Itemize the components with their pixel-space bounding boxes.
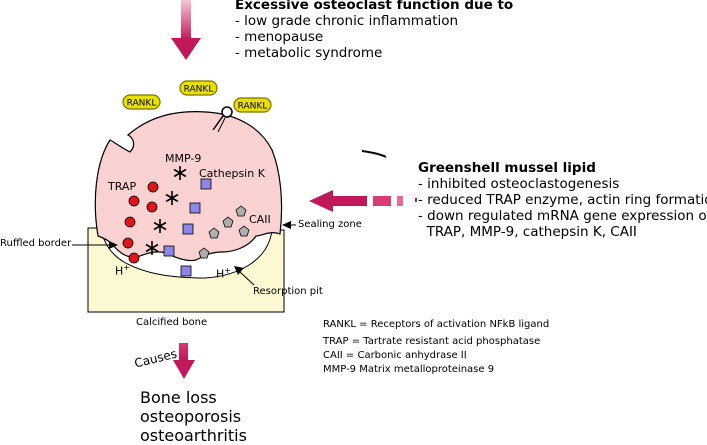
h-plus-label: H+ — [216, 266, 231, 281]
trap-dot — [128, 195, 140, 207]
caii-pentagon — [208, 227, 220, 239]
abbreviation-item: MMP-9 Matrix metalloproteinase 9 — [323, 364, 495, 375]
sealing-zone-label: Sealing zone — [298, 219, 362, 230]
caii-pentagon — [198, 247, 210, 259]
reduced-mark — [415, 198, 417, 202]
trap-dot — [147, 181, 159, 193]
rankl-receptor — [212, 106, 233, 133]
caii-label: CAII — [249, 213, 271, 226]
cathepsin-square — [200, 178, 212, 190]
resorption-pit-label: Resorption pit — [253, 286, 323, 297]
trap-dot — [128, 252, 140, 264]
abbreviation-item: TRAP = Tartrate resistant acid phosphata… — [323, 336, 541, 347]
rankl-pill: RANKL — [179, 80, 218, 96]
trap-dot — [122, 237, 134, 249]
caii-pentagons — [198, 205, 250, 259]
mmp9-star — [165, 191, 179, 205]
cathepsin-square — [163, 245, 175, 257]
top-down-arrow — [171, 0, 201, 60]
lipid-title: Greenshell mussel lipid — [418, 160, 596, 176]
ruffled-border-arrow — [72, 241, 118, 249]
h-plus-label: H+ — [115, 263, 130, 278]
lipid-block: Greenshell mussel lipid - inhibited oste… — [418, 160, 707, 240]
cause-item: - low grade chronic inflammation — [235, 13, 459, 29]
cause-title: Excessive osteoclast function due to — [235, 0, 514, 13]
cathepsin-squares — [163, 178, 212, 277]
outcomes-block: Bone loss osteoporosis osteoarthritis — [140, 388, 247, 445]
mmp9-label: MMP-9 — [165, 152, 202, 165]
cathepsin-label: Cathepsin K — [199, 167, 265, 180]
calcified-bone — [87, 227, 285, 313]
osteoclast-cell — [94, 111, 283, 262]
rankl-pill: RANKL — [122, 94, 161, 110]
cathepsin-square — [182, 223, 194, 235]
caii-pentagon — [222, 216, 234, 228]
svg-text:RANKL: RANKL — [238, 102, 268, 112]
svg-text:RANKL: RANKL — [184, 85, 214, 95]
abbreviation-item: RANKL = Receptors of activation NFkB lig… — [323, 319, 550, 330]
trap-dots — [122, 181, 159, 264]
cause-item: - metabolic syndrome — [235, 45, 383, 61]
cause-item: - menopause — [235, 29, 324, 45]
causes-arrow — [173, 343, 195, 379]
sealing-zone-arrow — [282, 221, 296, 229]
outcome-item: osteoarthritis — [140, 426, 247, 445]
trap-dot — [146, 201, 158, 213]
caii-pentagon — [238, 225, 250, 237]
abbreviations-block: RANKL = Receptors of activation NFkB lig… — [323, 318, 549, 377]
mmp9-stars — [145, 166, 187, 255]
lipid-item: - inhibited osteoclastogenesis — [418, 176, 620, 192]
cathepsin-square — [189, 202, 201, 214]
outcome-item: osteoporosis — [140, 407, 242, 426]
cathepsin-square — [180, 265, 192, 277]
rankl-pill: RANKL — [233, 97, 272, 113]
outcome-item: Bone loss — [140, 388, 217, 407]
lipid-item: - reduced TRAP enzyme, actin ring format… — [418, 192, 707, 208]
abbreviation-item: CAII = Carbonic anhydrase II — [323, 350, 467, 361]
lipid-item: - down regulated mRNA gene expression of — [418, 208, 707, 224]
trap-dot — [124, 216, 136, 228]
mmp9-star — [173, 166, 187, 180]
svg-text:RANKL: RANKL — [127, 99, 157, 109]
mmp9-star — [145, 241, 159, 255]
calcified-bone-label: Calcified bone — [136, 317, 208, 328]
trap-label: TRAP — [108, 180, 137, 193]
resorption-pit-arrow — [234, 266, 255, 286]
lipid-item: TRAP, MMP-9, cathepsin K, CAII — [418, 224, 637, 240]
cause-block: Excessive osteoclast function due to - l… — [235, 0, 513, 61]
stray-mark — [361, 150, 387, 158]
ruffled-border-label: Ruffled border — [0, 238, 72, 249]
caii-pentagon — [235, 205, 247, 217]
lipid-inhibition-arrow — [309, 190, 403, 212]
mmp9-star — [153, 219, 167, 233]
